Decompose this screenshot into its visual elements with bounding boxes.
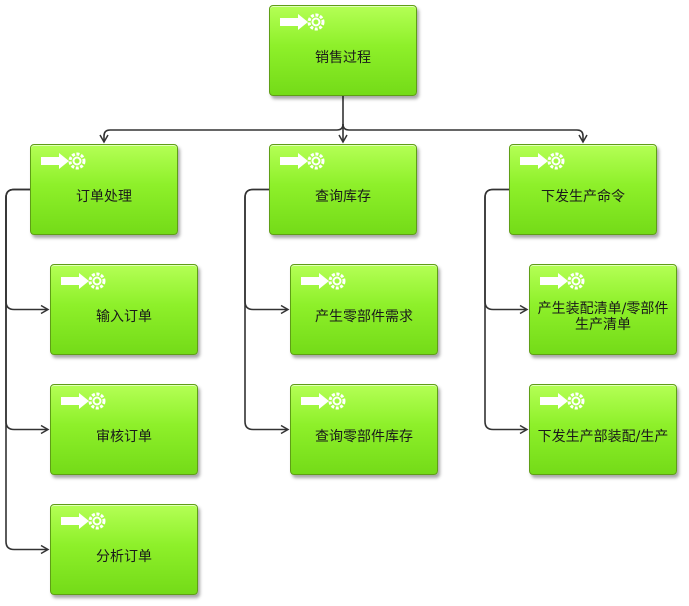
arrow-gear-icon	[280, 13, 325, 31]
node-branch-2-label: 查询库存	[315, 188, 371, 205]
arrow-gear-icon	[41, 152, 86, 170]
node-branch-1-child-2[interactable]: 审核订单	[50, 384, 198, 475]
arrow-gear-icon	[301, 392, 346, 410]
node-branch-2[interactable]: 查询库存	[269, 144, 417, 235]
node-branch-1[interactable]: 订单处理	[30, 144, 178, 235]
node-branch-3[interactable]: 下发生产命令	[509, 144, 657, 235]
connector-branch-3-to-child-2	[484, 188, 529, 435]
connector-branch-2-to-child-2	[244, 188, 290, 435]
arrow-gear-icon	[280, 152, 325, 170]
node-branch-2-child-2-label: 查询零部件库存	[315, 428, 413, 445]
node-branch-1-child-1[interactable]: 输入订单	[50, 264, 198, 355]
node-branch-3-child-2-label: 下发生产部装配/生产	[537, 428, 669, 445]
node-branch-1-label: 订单处理	[76, 188, 132, 205]
node-branch-3-child-2[interactable]: 下发生产部装配/生产	[529, 384, 677, 475]
node-branch-3-label: 下发生产命令	[541, 188, 625, 205]
connector-root-to-branch-1	[99, 123, 344, 144]
arrow-gear-icon	[61, 512, 106, 530]
node-branch-2-child-1-label: 产生零部件需求	[315, 308, 413, 325]
node-branch-2-child-1[interactable]: 产生零部件需求	[290, 264, 438, 355]
node-branch-1-child-3-label: 分析订单	[96, 548, 152, 565]
arrow-gear-icon	[540, 392, 585, 410]
node-branch-2-child-2[interactable]: 查询零部件库存	[290, 384, 438, 475]
arrow-gear-icon	[61, 272, 106, 290]
node-root-label: 销售过程	[315, 49, 371, 66]
node-branch-1-child-1-label: 输入订单	[96, 308, 152, 325]
node-root[interactable]: 销售过程	[269, 5, 417, 96]
node-branch-3-child-1[interactable]: 产生装配清单/零部件生产清单	[529, 264, 677, 355]
arrow-gear-icon	[61, 392, 106, 410]
node-branch-1-child-3[interactable]: 分析订单	[50, 504, 198, 595]
arrow-gear-icon	[540, 272, 585, 290]
node-branch-1-child-2-label: 审核订单	[96, 428, 152, 445]
connector-root-to-branch-3	[342, 123, 588, 144]
arrow-gear-icon	[520, 152, 565, 170]
arrow-gear-icon	[301, 272, 346, 290]
connector-branch-1-to-child-3	[5, 188, 50, 555]
node-branch-3-child-1-label: 产生装配清单/零部件生产清单	[537, 300, 669, 333]
